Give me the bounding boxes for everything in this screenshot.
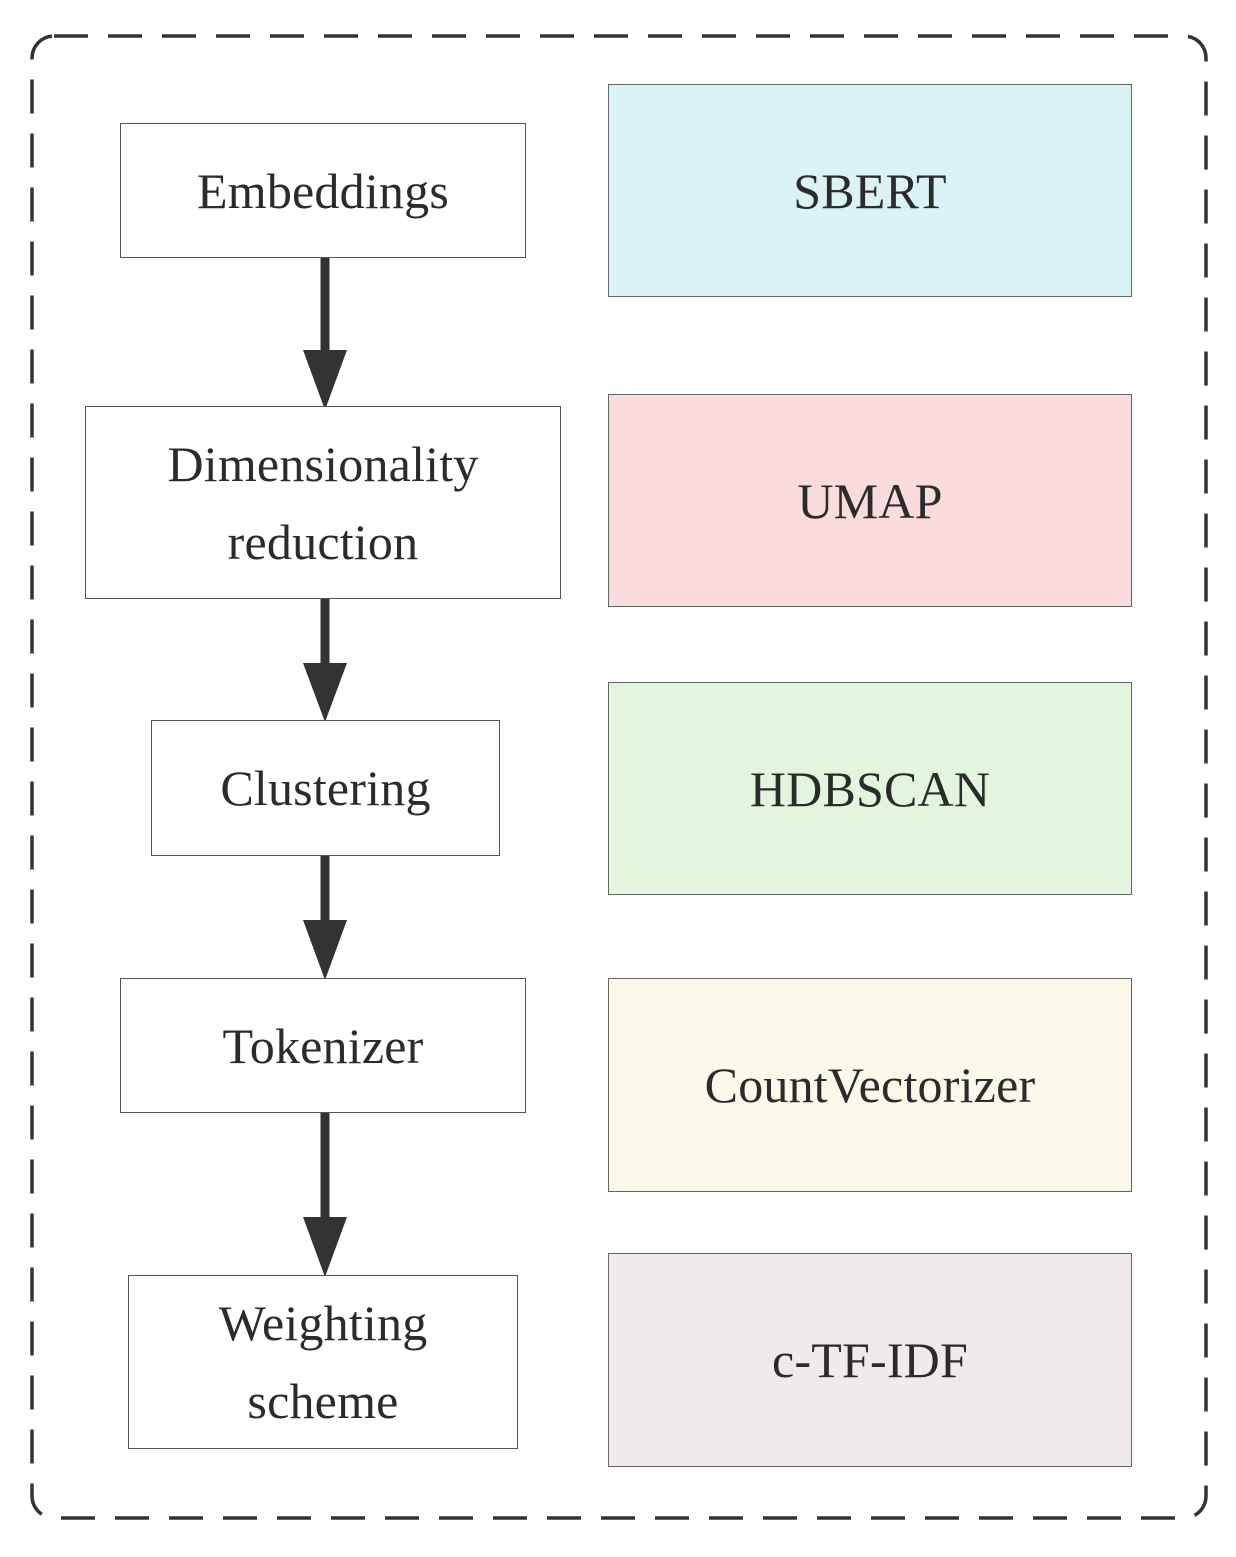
step-weighting-scheme: Weighting scheme	[128, 1275, 518, 1449]
tool-c-tf-idf-label: c-TF-IDF	[771, 1332, 968, 1388]
step-tokenizer: Tokenizer	[120, 978, 526, 1113]
tool-sbert-label: SBERT	[793, 162, 947, 219]
step-clustering-label: Clustering	[220, 760, 431, 816]
step-tokenizer-label: Tokenizer	[222, 1017, 424, 1074]
step-weighting-scheme-label: Weighting scheme	[218, 1295, 428, 1429]
arrow-embeddings-to-dimensionality	[303, 258, 347, 410]
tool-hdbscan-label: HDBSCAN	[749, 760, 991, 817]
step-clustering: Clustering	[151, 720, 500, 856]
tool-hdbscan: HDBSCAN	[608, 682, 1132, 895]
arrow-clustering-to-tokenizer	[303, 856, 347, 980]
tool-countvectorizer: CountVectorizer	[608, 978, 1132, 1192]
tool-sbert: SBERT	[608, 84, 1132, 297]
arrow-tokenizer-to-weighting	[303, 1113, 347, 1277]
tool-umap-label: UMAP	[797, 472, 943, 529]
step-dimensionality-reduction: Dimensionality reduction	[85, 406, 561, 599]
tool-umap: UMAP	[608, 394, 1132, 607]
step-embeddings-label: Embeddings	[197, 162, 449, 219]
step-dimensionality-reduction-label: Dimensionality reduction	[167, 435, 479, 570]
step-embeddings: Embeddings	[120, 123, 526, 258]
arrow-dimensionality-to-clustering	[303, 599, 347, 722]
tool-countvectorizer-label: CountVectorizer	[704, 1057, 1036, 1113]
tool-c-tf-idf: c-TF-IDF	[608, 1253, 1132, 1467]
